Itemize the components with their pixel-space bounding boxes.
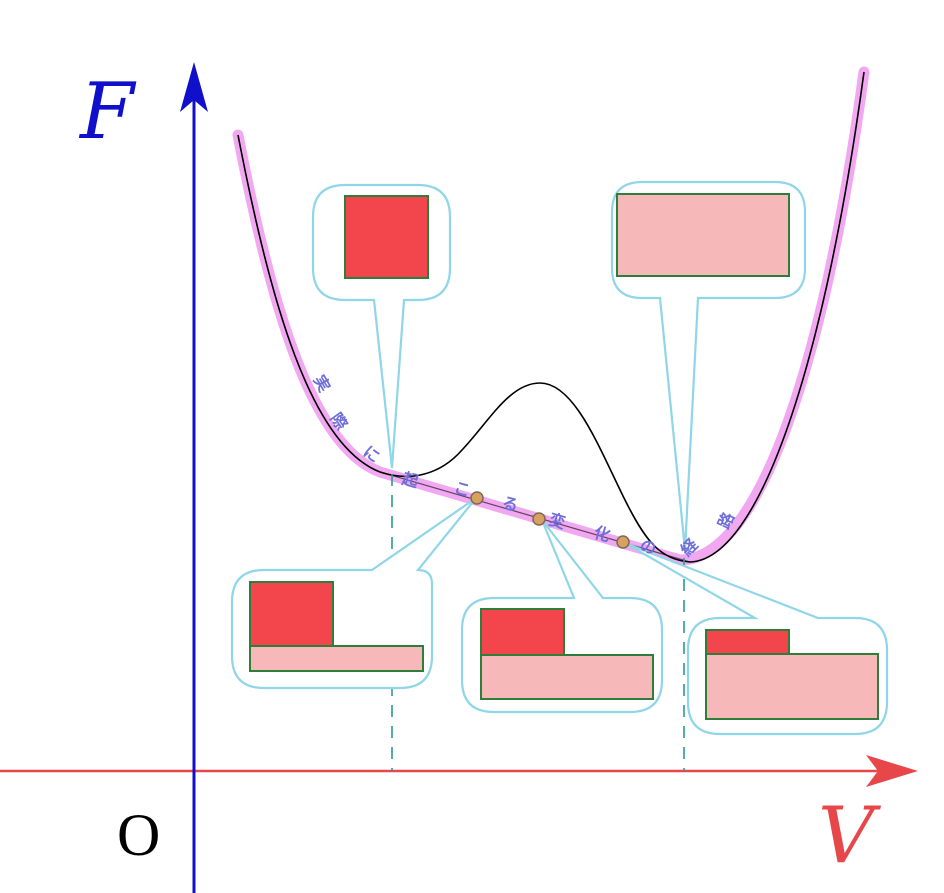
callout-dilute-phase	[610, 180, 807, 551]
axes: F V O	[0, 62, 918, 893]
mixture-3-dense-box	[705, 629, 790, 655]
y-axis-arrow-icon	[180, 62, 208, 112]
tangent-point-1	[470, 491, 484, 505]
mixture-1-dense-box	[249, 581, 334, 647]
tangent-point-2	[532, 512, 546, 526]
origin-label: O	[117, 802, 160, 868]
actual-path-label: 実際に起こる変化の経路	[310, 372, 739, 560]
dilute-phase-box	[616, 193, 790, 277]
path-label-char: 起	[399, 469, 421, 492]
tangent-point-3	[616, 535, 630, 549]
mixture-2-dense-box	[480, 608, 565, 656]
path-label-char: 変	[547, 510, 568, 533]
path-label-char: る	[500, 493, 521, 516]
tangent-points	[470, 491, 630, 549]
path-label-char: の	[638, 536, 659, 559]
path-label-char: こ	[452, 478, 473, 501]
mixture-2-dilute-box	[480, 654, 654, 700]
dense-phase-box	[344, 195, 429, 279]
callout-mixture-1	[230, 497, 477, 690]
x-axis-label: V	[818, 791, 881, 881]
callout-mixture-2	[460, 519, 664, 714]
mixture-3-dilute-box	[705, 653, 879, 720]
mixture-1-dilute-box	[249, 645, 424, 672]
callout-dense-phase	[311, 183, 452, 469]
free-energy-curve	[237, 71, 865, 563]
path-label-char: 化	[592, 523, 613, 546]
y-axis-label: F	[78, 67, 137, 157]
callout-mixture-3	[624, 541, 889, 736]
actual-path-highlight	[232, 66, 870, 566]
x-axis-arrow-icon	[866, 755, 918, 787]
